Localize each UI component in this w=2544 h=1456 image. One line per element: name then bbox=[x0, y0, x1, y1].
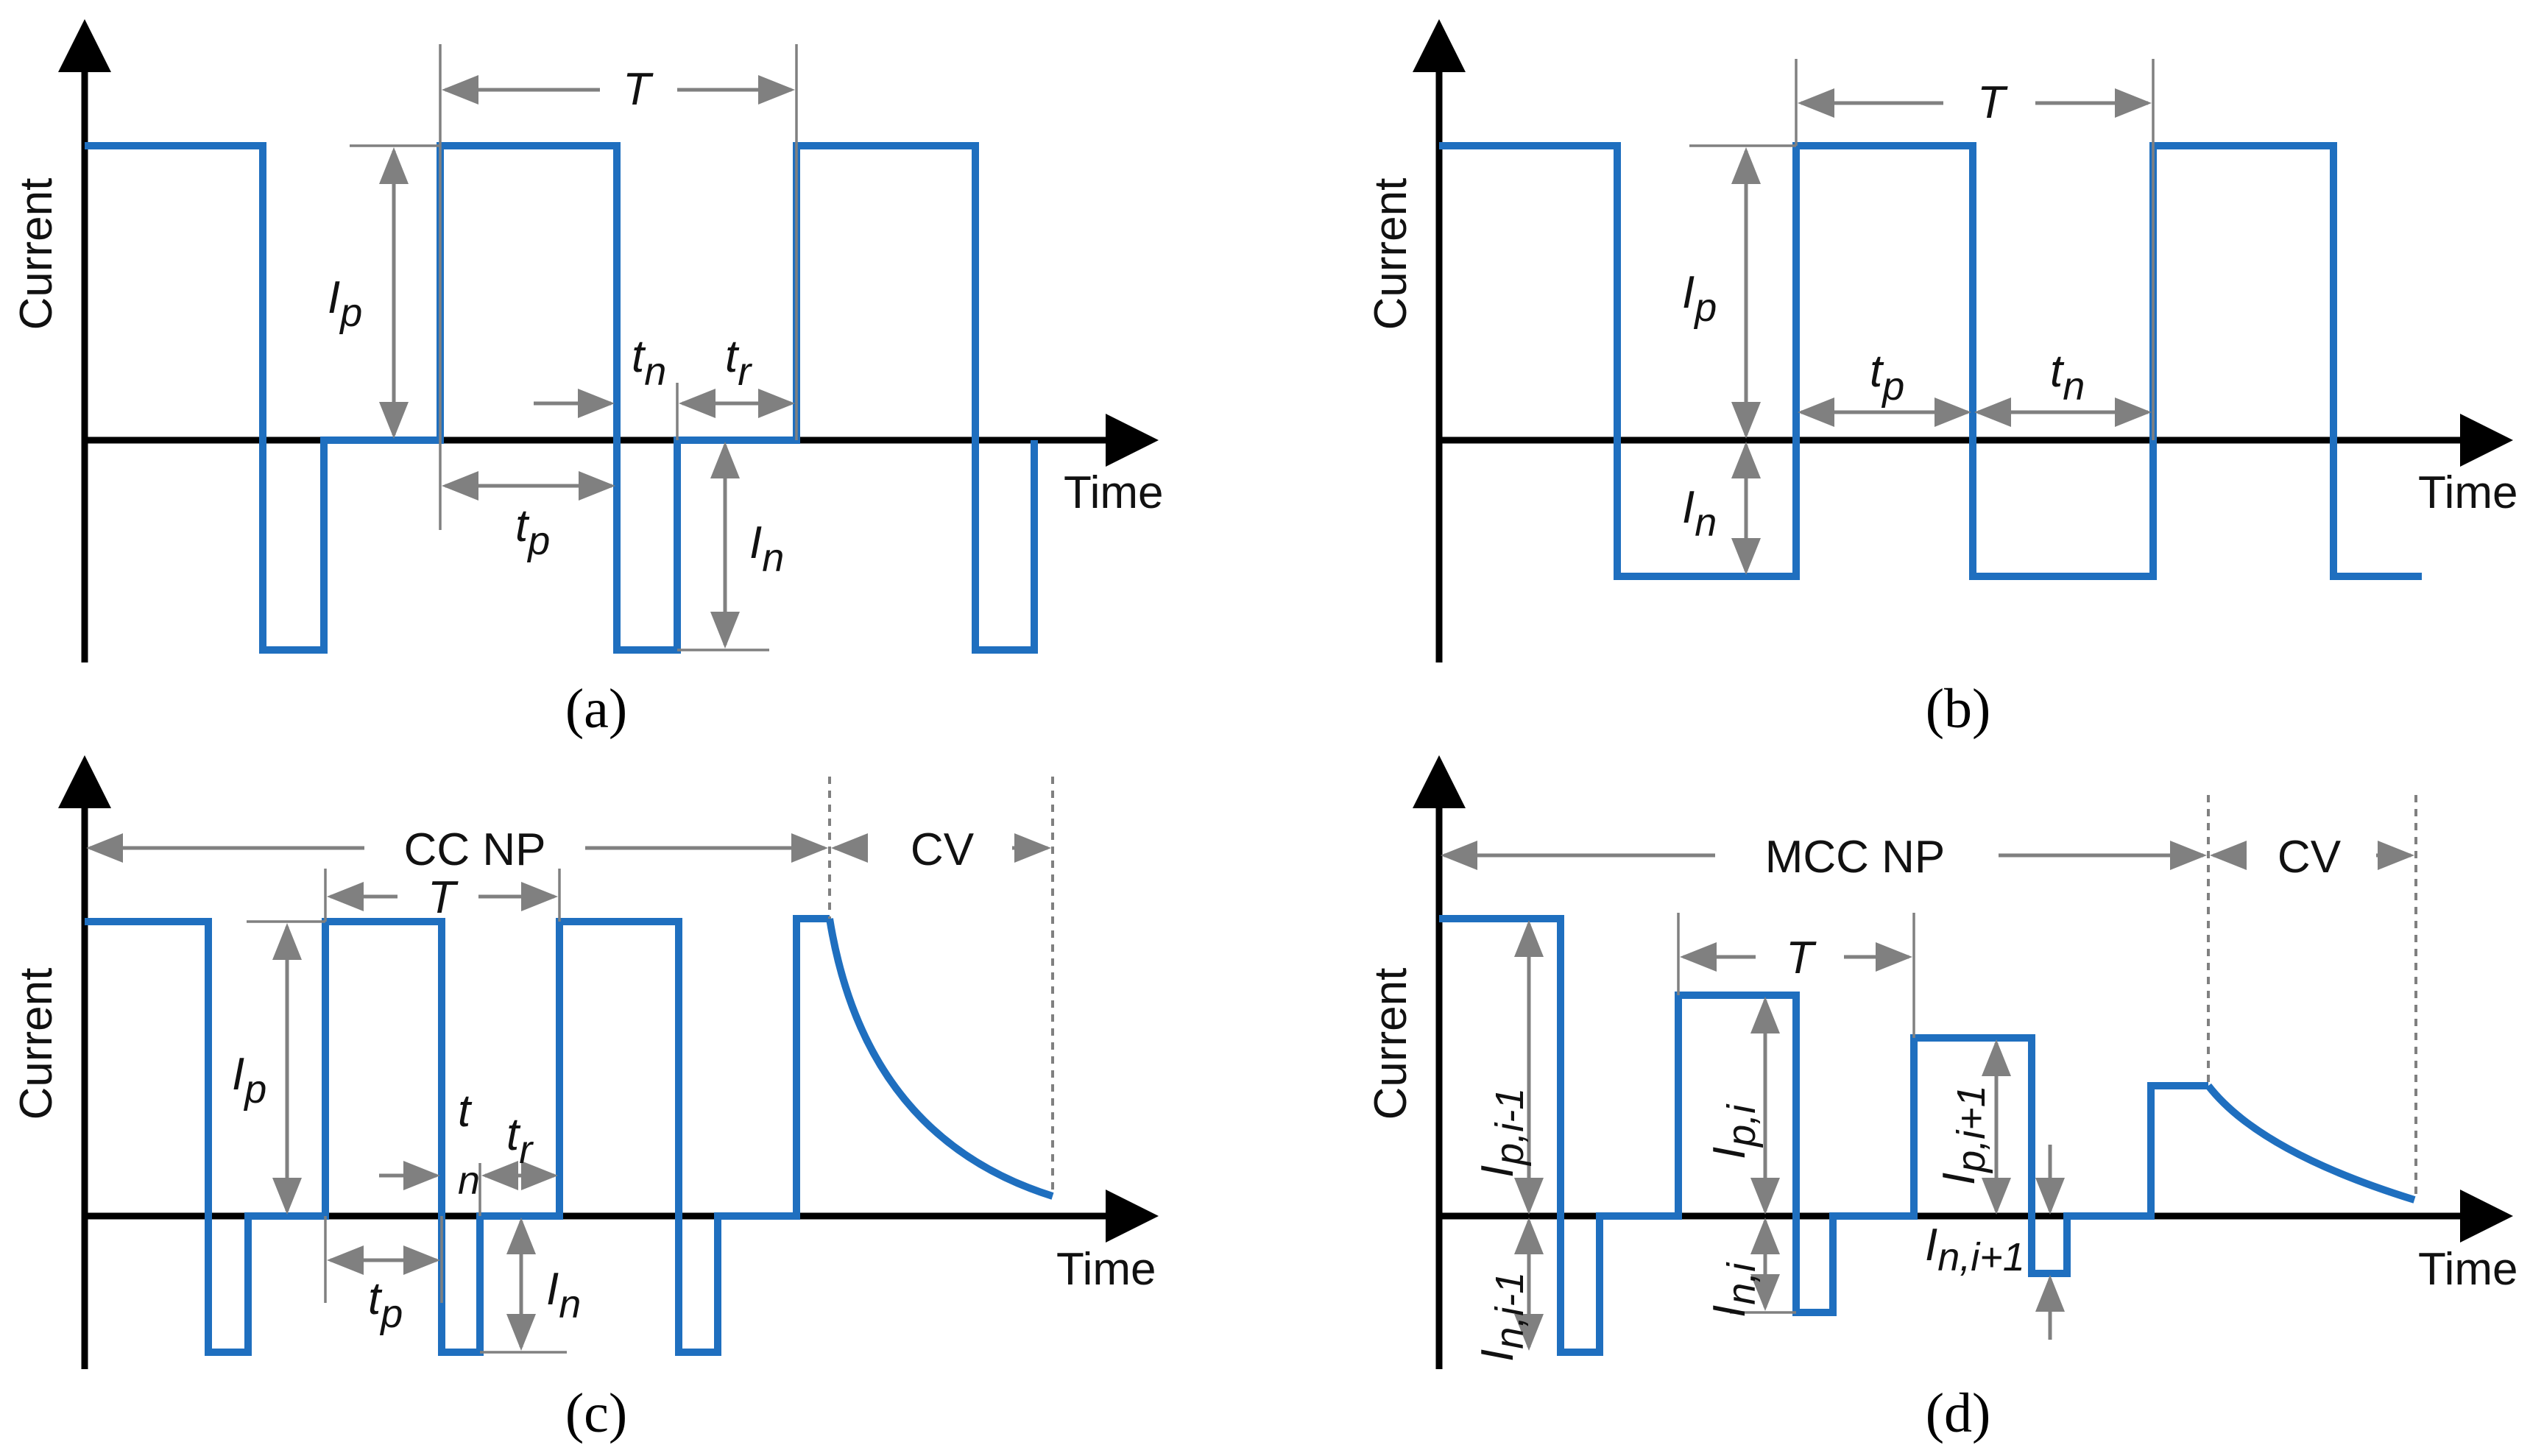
y-axis-label: Current bbox=[11, 178, 62, 331]
T-label: T bbox=[1786, 933, 1817, 983]
Ini-1-label: In,i-1 bbox=[1472, 1272, 1532, 1362]
cv-decay-curve bbox=[2205, 1083, 2416, 1204]
panel-d: MCC NP CV T Ip,i-1 In,i-1 Ip,i In,i Ip,i… bbox=[1365, 755, 2518, 1444]
pulse-waveform bbox=[85, 142, 1038, 654]
T-label: T bbox=[1977, 77, 2008, 128]
Ini+1-label: In,i+1 bbox=[1925, 1220, 2025, 1279]
caption-a: (a) bbox=[565, 678, 627, 740]
y-axis-label: Current bbox=[11, 968, 62, 1120]
Ipi-1-label: Ip,i-1 bbox=[1472, 1088, 1532, 1178]
x-axis-label: Time bbox=[1056, 1244, 1156, 1295]
cv-label: CV bbox=[911, 824, 975, 875]
T-label: T bbox=[428, 872, 459, 923]
pulse-waveform bbox=[85, 915, 830, 1356]
y-axis-label: Current bbox=[1365, 968, 1416, 1120]
Ip-label: Ip bbox=[328, 272, 362, 335]
caption-b: (b) bbox=[1926, 678, 1991, 740]
pulse-waveform bbox=[1439, 915, 2208, 1356]
cv-label: CV bbox=[2278, 832, 2342, 883]
cv-decay-curve bbox=[826, 918, 1054, 1200]
x-axis-label: Time bbox=[1064, 467, 1163, 518]
tp-label: tp bbox=[368, 1273, 403, 1336]
tn-subscript: n bbox=[458, 1159, 480, 1203]
y-axis-label: Current bbox=[1365, 178, 1416, 331]
tp-label: tp bbox=[1870, 346, 1904, 409]
tn-label: tn bbox=[632, 331, 666, 394]
T-label: T bbox=[623, 64, 654, 115]
x-axis-label: Time bbox=[2418, 467, 2518, 518]
tn-label: t bbox=[458, 1086, 473, 1137]
Ip-label: Ip bbox=[232, 1049, 266, 1112]
panel-c: CC NP CV T Ip t n tr tp In Current Time … bbox=[11, 755, 1159, 1444]
Ip-label: Ip bbox=[1682, 267, 1717, 330]
In-label: In bbox=[749, 517, 784, 580]
ccnp-label: CC NP bbox=[404, 824, 546, 875]
x-axis-label: Time bbox=[2418, 1244, 2518, 1295]
panel-a: T Ip tn tr tp In Current Time (a) bbox=[11, 19, 1163, 740]
tr-label: tr bbox=[506, 1109, 534, 1172]
tp-label: tp bbox=[515, 501, 550, 563]
Ini-label: In,i bbox=[1704, 1262, 1764, 1318]
Ipi-label: Ip,i bbox=[1704, 1103, 1764, 1159]
caption-d: (d) bbox=[1926, 1382, 1991, 1444]
Ipi+1-label: Ip,i+1 bbox=[1934, 1085, 1993, 1185]
tn-label: tn bbox=[2050, 346, 2085, 409]
panel-b: T Ip In tp tn Current Time (b) bbox=[1365, 19, 2518, 740]
mccnp-label: MCC NP bbox=[1765, 832, 1946, 883]
pulse-waveform bbox=[1439, 142, 2422, 580]
tr-label: tr bbox=[725, 331, 752, 394]
caption-c: (c) bbox=[565, 1382, 627, 1444]
In-label: In bbox=[546, 1264, 581, 1326]
In-label: In bbox=[1682, 482, 1717, 545]
